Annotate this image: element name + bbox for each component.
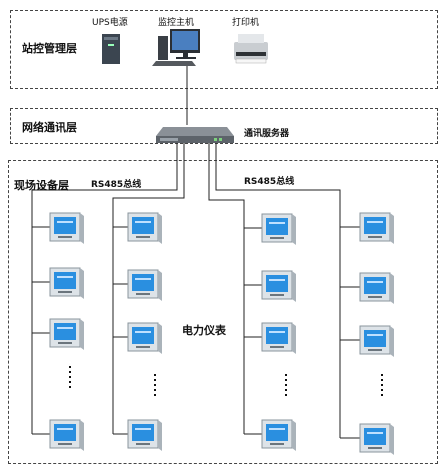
power-meter-icon [261, 419, 296, 451]
ellipsis-col-1 [69, 366, 71, 391]
ellipsis-col-2 [154, 374, 156, 399]
station-layer-box [10, 10, 438, 89]
power-meter-icon [359, 325, 394, 357]
power-meter-icon [261, 213, 296, 245]
power-meter-icon [49, 318, 84, 350]
comm-server-device [156, 127, 234, 143]
network-layer-label: 网络通讯层 [22, 121, 77, 134]
network-layer-box [10, 108, 438, 144]
rs485-bus-right-label: RS485总线 [244, 177, 295, 187]
field-layer-label: 现场设备层 [14, 179, 69, 192]
rs485-bus-left-label: RS485总线 [91, 180, 142, 190]
printer-label: 打印机 [232, 18, 260, 28]
power-meter-icon [359, 272, 394, 304]
ellipsis-col-3 [285, 374, 287, 399]
printer-device [234, 34, 268, 64]
monitor-host-label: 监控主机 [158, 18, 195, 28]
power-meter-icon [359, 212, 394, 244]
power-meter-icon [49, 419, 84, 451]
power-meter-icon [49, 212, 84, 244]
power-meter-icon [359, 423, 394, 455]
comm-server-label: 通讯服务器 [244, 129, 290, 139]
field-layer-box [8, 160, 438, 464]
power-meter-label: 电力仪表 [182, 324, 226, 337]
station-layer-label: 站控管理层 [22, 42, 77, 55]
power-meter-icon [127, 269, 162, 301]
power-meter-icon [49, 267, 84, 299]
monitor-host-device [152, 29, 200, 66]
power-meter-icon [127, 212, 162, 244]
power-meter-icon [127, 419, 162, 451]
ups-device [102, 34, 120, 64]
ellipsis-col-4 [381, 374, 383, 399]
ups-label: UPS电源 [92, 18, 128, 28]
power-meter-icon [261, 322, 296, 354]
power-meter-icon [127, 322, 162, 354]
power-meter-icon [261, 270, 296, 302]
